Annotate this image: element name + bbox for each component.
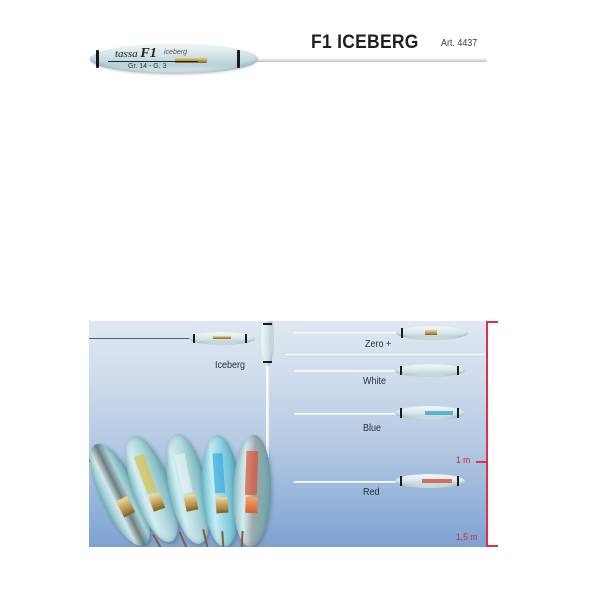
hero-float-spec: Gr. 14 - G. 3 [128, 63, 167, 70]
float-ring [245, 334, 247, 343]
article-number: Art. 4437 [441, 37, 478, 49]
float-white [395, 364, 465, 377]
float-ring [400, 366, 402, 375]
float-weight-tube [245, 496, 258, 514]
depth-scale-axis [486, 321, 488, 547]
hero-brand-text: tassa [115, 48, 138, 60]
hero-float-brand: tassa F1 [115, 46, 157, 62]
float-ring [193, 334, 195, 343]
hero-float-ring-left [96, 50, 99, 68]
depth-label-1m: 1 m [456, 455, 471, 466]
iceberg-float-vertical [261, 321, 274, 367]
product-title: F1 ICEBERG [311, 32, 419, 53]
hero-float-antenna [255, 58, 487, 62]
float-weight-tube [425, 330, 437, 335]
hero-float-weight-tube [175, 57, 207, 63]
float-ring [263, 361, 272, 363]
float-stem [240, 530, 244, 547]
antenna-red [294, 481, 398, 483]
fishing-line [89, 338, 194, 339]
float-ring [400, 476, 402, 486]
depth-scale-tick-bottom [486, 545, 498, 547]
float-weight-tube [183, 493, 199, 512]
hero-float-model-sub: iceberg [164, 49, 187, 56]
antenna-white [294, 370, 398, 372]
depth-scale-tick-top [486, 321, 498, 323]
float-group-5 [231, 434, 273, 547]
float-blue-marking [425, 411, 453, 415]
float-ring [457, 408, 459, 418]
depth-label-1-5m: 1,5 m [456, 532, 478, 543]
float-blue-marking [212, 452, 226, 494]
hero-float-underline [108, 61, 198, 62]
water-surface-line [285, 354, 485, 355]
float-weight-tube [116, 495, 136, 518]
antenna-zero-plus [293, 332, 399, 334]
float-ring [400, 408, 402, 418]
float-weight-tube [215, 496, 229, 514]
depth-scale-tick-1m [476, 461, 486, 463]
float-yellow-marking [134, 453, 158, 495]
hero-model-text: F1 [140, 46, 157, 61]
iceberg-stem [266, 366, 269, 457]
water-scene: Iceberg Zero + White Blue Red [89, 321, 488, 547]
float-label-zero-plus: Zero + [365, 339, 392, 350]
float-label-blue: Blue [363, 423, 382, 434]
hero-float-image [90, 44, 258, 74]
float-label-white: White [363, 376, 387, 387]
float-red-marking [422, 479, 452, 483]
float-ring [263, 323, 272, 325]
antenna-blue [294, 413, 398, 415]
float-ring [457, 476, 459, 486]
float-ring [457, 366, 459, 375]
float-white-marking [174, 452, 193, 495]
float-ring [401, 328, 403, 338]
float-label-iceberg: Iceberg [215, 360, 246, 371]
float-weight-tube [148, 492, 166, 512]
float-red-marking [244, 450, 259, 496]
float-weight-tube [213, 336, 231, 339]
float-label-red: Red [363, 487, 380, 498]
hero-float-ring-right [237, 50, 240, 68]
